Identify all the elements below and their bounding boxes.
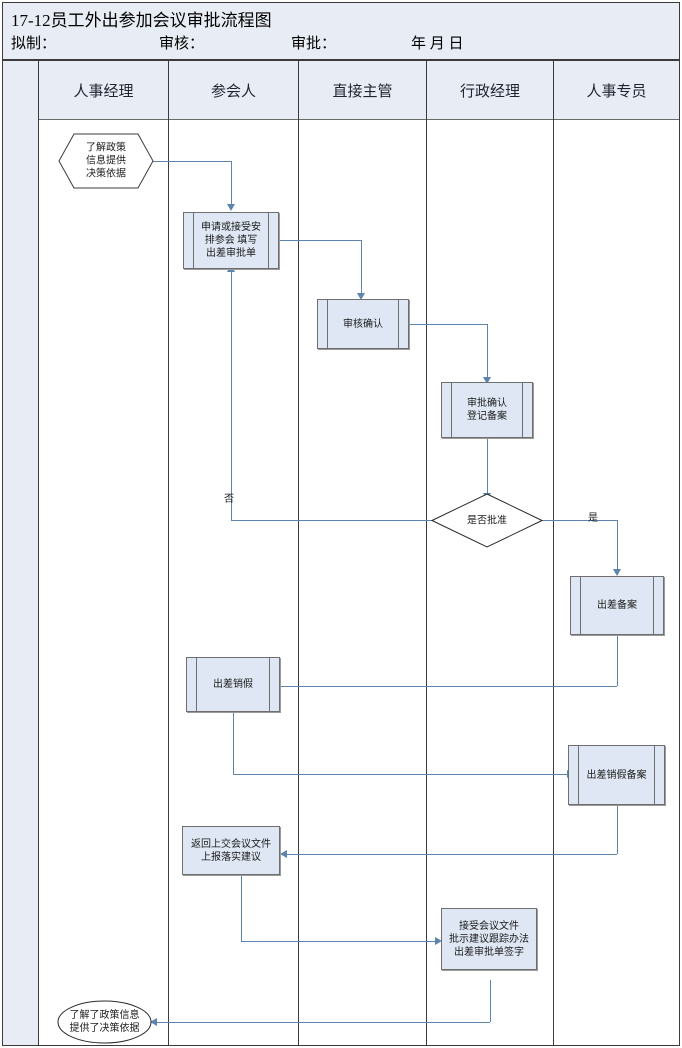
connector-decision-no-v — [231, 272, 232, 520]
connector-return-record-v — [617, 805, 618, 854]
arrow-into-approve-record — [483, 377, 491, 384]
connector-apply-to-review-h — [279, 240, 361, 241]
node-end-policy-understood[interactable]: 了解了政策信息 提供了决策依据 — [57, 1000, 152, 1044]
field-date: 年 月 日 — [411, 36, 464, 52]
connector-return-record-to-submit-h — [287, 854, 617, 855]
lane-gutter — [3, 61, 39, 1045]
node-trip-return-leave[interactable]: 出差销假 — [186, 657, 280, 712]
swimlane-table: 人事经理 参会人 直接主管 行政经理 人事专员 — [2, 60, 680, 1046]
node-receive-meeting-documents[interactable]: 接受会议文件 批示建议跟踪办法 出差审批单签字 — [441, 908, 537, 970]
node-label: 接受会议文件 批示建议跟踪办法 出差审批单签字 — [449, 920, 529, 958]
lane-header-hr-specialist: 人事专员 — [554, 61, 679, 120]
connector-apply-to-review-v — [361, 240, 362, 294]
node-label: 申请或接受安 排参会 填写 出差审批单 — [201, 222, 261, 259]
node-label: 审批确认 登记备案 — [467, 398, 507, 422]
hexagon-shape — [58, 133, 154, 189]
connector-start-to-apply-v — [231, 161, 232, 205]
connector-decision-no-h — [231, 520, 443, 521]
node-label: 审核确认 — [343, 318, 383, 330]
arrow-into-end — [150, 1018, 157, 1026]
lane-header-attendee: 参会人 — [169, 61, 298, 120]
connector-submit-to-receive-h — [241, 941, 436, 942]
node-trip-return-record[interactable]: 出差销假备案 — [568, 745, 665, 805]
connector-submit-docs-v — [241, 875, 242, 941]
connector-review-to-approve-v — [487, 324, 488, 378]
connector-trip-record-v — [617, 635, 618, 686]
connector-review-to-approve-h — [409, 324, 487, 325]
connector-decision-yes-h — [531, 520, 617, 521]
document-header: 17-12员工外出参加会议审批流程图 拟制： 审核： 审批： 年 月 日 — [2, 2, 680, 60]
node-label: 出差备案 — [597, 600, 637, 611]
lane-divider-0 — [38, 61, 39, 1045]
connector-trip-record-to-return-h — [275, 686, 617, 687]
node-approve-confirm-register[interactable]: 审批确认 登记备案 — [441, 382, 533, 438]
ellipse-shape — [57, 1000, 152, 1044]
lane-header-hr-manager: 人事经理 — [39, 61, 168, 120]
lane-divider-4 — [553, 61, 554, 1045]
arrow-into-receive-docs — [435, 937, 442, 945]
node-label: 返回上交会议文件 上报落实建议 — [191, 838, 271, 863]
diamond-shape — [430, 493, 544, 548]
connector-approve-to-decision — [487, 438, 488, 494]
connector-start-to-apply-h — [152, 161, 231, 162]
node-submit-meeting-documents[interactable]: 返回上交会议文件 上报落实建议 — [182, 826, 280, 875]
connector-receive-docs-v — [490, 980, 491, 1022]
connector-receive-to-end-h — [157, 1022, 490, 1023]
header-signature-row: 拟制： 审核： 审批： 年 月 日 — [11, 32, 671, 58]
field-drafted-by: 拟制： — [11, 36, 57, 52]
node-trip-record[interactable]: 出差备案 — [570, 576, 664, 635]
page-title: 17-12员工外出参加会议审批流程图 — [11, 11, 272, 30]
node-decision-approve[interactable]: 是否批准 — [430, 493, 544, 548]
lane-header-direct-supervisor: 直接主管 — [299, 61, 426, 120]
arrow-into-submit-docs — [280, 850, 287, 858]
field-reviewed-by: 审核： — [159, 36, 205, 52]
arrow-into-apply — [227, 204, 235, 211]
connector-decision-yes-v — [617, 520, 618, 570]
field-approved-by: 审批： — [291, 36, 337, 52]
node-label: 出差销假 — [213, 679, 253, 690]
node-review-confirm[interactable]: 审核确认 — [317, 299, 409, 349]
edge-label-yes: 是 — [588, 513, 598, 524]
lane-divider-2 — [298, 61, 299, 1045]
connector-trip-return-v — [233, 712, 234, 774]
edge-label-no: 否 — [224, 494, 234, 505]
lane-divider-1 — [168, 61, 169, 1045]
connector-trip-return-to-record-h — [233, 774, 568, 775]
node-start-understand-policy[interactable]: 了解政策 信息提供 决策依据 — [58, 133, 154, 189]
node-apply-or-accept-arrangement[interactable]: 申请或接受安 排参会 填写 出差审批单 — [183, 212, 279, 269]
arrow-into-trip-record — [613, 569, 621, 576]
arrow-into-review — [357, 293, 365, 300]
node-label: 出差销假备案 — [586, 769, 647, 781]
lane-header-admin-manager: 行政经理 — [427, 61, 553, 120]
lane-divider-3 — [426, 61, 427, 1045]
